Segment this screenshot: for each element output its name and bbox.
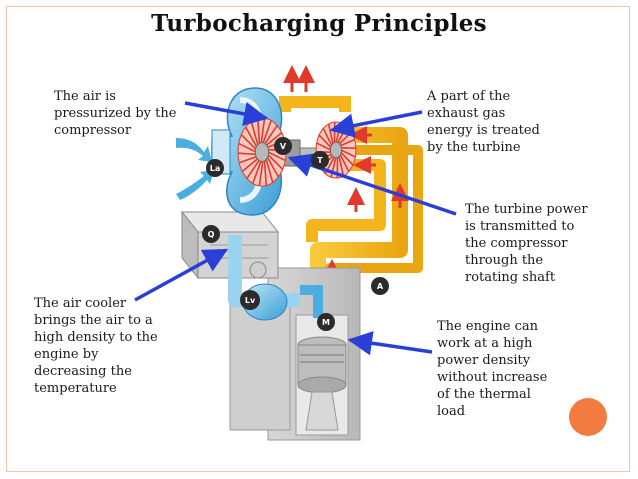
pointer-to-turbine [329,110,423,138]
label-turbine: A part of the exhaust gas energy is trea… [427,89,540,155]
label-compressor: The air is pressurized by the compressor [54,89,177,138]
decorative-orange-dot [569,398,607,436]
label-engine: The engine can work at a high power dens… [437,319,548,419]
marker-m: M [317,313,335,331]
pointer-to-compressor [184,101,269,127]
marker-q: Q [202,225,220,243]
svg-text:Lv: Lv [245,296,256,305]
slide-title: Turbocharging Principles [151,10,487,37]
pointer-to-cooler [134,248,229,302]
pointer-to-engine [347,331,433,356]
marker-la: La [206,159,224,177]
svg-text:La: La [210,164,221,173]
label-shaft: The turbine power is transmitted to the … [465,202,588,285]
inlet-air-arrows [176,138,214,200]
svg-text:M: M [322,318,330,327]
svg-text:T: T [317,156,323,165]
label-air-cooler: The air cooler brings the air to a high … [34,296,158,396]
exhaust-flow-arrows [283,65,409,282]
marker-lv: Lv [240,290,260,310]
svg-text:Q: Q [208,230,215,239]
svg-text:V: V [280,142,287,151]
marker-t: T [311,151,329,169]
slide-frame [6,6,630,472]
svg-text:A: A [377,282,384,291]
marker-v: V [274,137,292,155]
marker-a: A [371,277,389,295]
